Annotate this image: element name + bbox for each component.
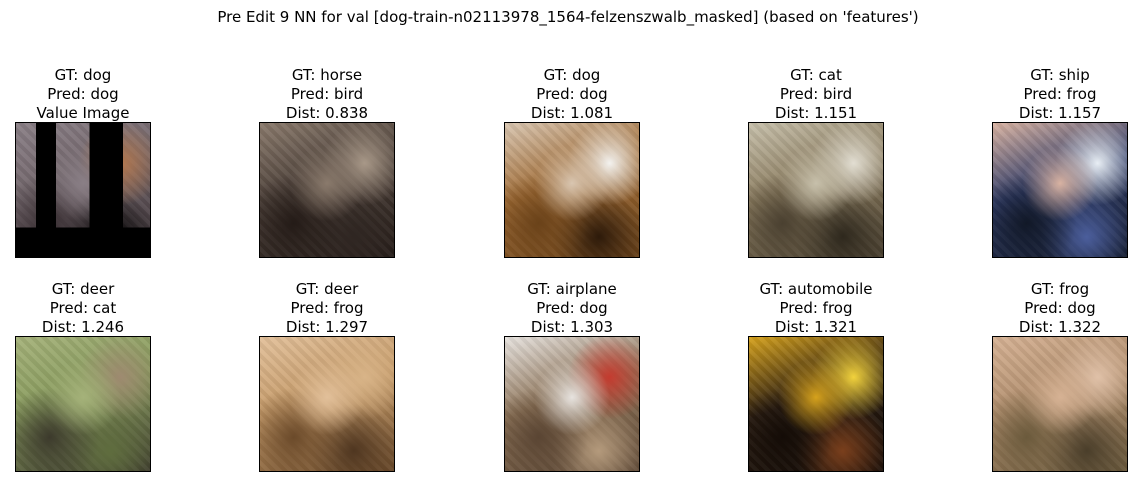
neighbor-thumbnail <box>504 336 640 472</box>
dist-label: Dist: 1.081 <box>530 104 614 122</box>
pred-label: Pred: frog <box>290 299 364 317</box>
neighbor-thumbnail <box>259 122 395 258</box>
dist-label: Dist: 1.303 <box>530 318 614 336</box>
gt-label: GT: dog <box>54 66 112 84</box>
gt-label: GT: airplane <box>527 280 617 298</box>
gt-label: GT: dog <box>543 66 601 84</box>
dist-label: Dist: 1.297 <box>285 318 369 336</box>
neighbor-thumbnail <box>15 336 151 472</box>
neighbor-thumbnail <box>504 122 640 258</box>
pred-label: Pred: dog <box>1024 299 1096 317</box>
thumbnail-pixels <box>749 123 883 257</box>
pred-label: Pred: dog <box>536 299 608 317</box>
thumbnail-pixels <box>993 337 1127 471</box>
dist-label: Dist: 1.157 <box>1018 104 1102 122</box>
panel-caption: GT: ship Pred: frog Dist: 1.157 <box>952 66 1136 123</box>
panel-caption: GT: dog Pred: dog Value Image <box>0 66 191 123</box>
thumbnail-pixels <box>505 337 639 471</box>
thumbnail-pixels <box>749 337 883 471</box>
gt-label: GT: cat <box>790 66 842 84</box>
neighbor-thumbnail <box>259 336 395 472</box>
gt-label: GT: horse <box>291 66 363 84</box>
pred-label: Pred: bird <box>290 85 364 103</box>
panel-caption: GT: deer Pred: cat Dist: 1.246 <box>0 280 191 337</box>
gt-label: GT: ship <box>1030 66 1090 84</box>
panel-caption: GT: automobile Pred: frog Dist: 1.321 <box>708 280 924 337</box>
panel-caption: GT: deer Pred: frog Dist: 1.297 <box>219 280 435 337</box>
thumbnail-pixels <box>260 123 394 257</box>
neighbor-thumbnail <box>748 122 884 258</box>
neighbor-thumbnail <box>992 336 1128 472</box>
thumbnail-pixels <box>16 123 150 257</box>
dist-label: Dist: 0.838 <box>285 104 369 122</box>
dist-label: Dist: 1.151 <box>774 104 858 122</box>
gt-label: GT: automobile <box>759 280 873 298</box>
pred-label: Pred: cat <box>49 299 117 317</box>
pred-label: Pred: dog <box>47 85 119 103</box>
dist-label: Dist: 1.322 <box>1018 318 1102 336</box>
thumbnail-pixels <box>260 337 394 471</box>
dist-label: Dist: 1.246 <box>41 318 125 336</box>
pred-label: Pred: bird <box>779 85 853 103</box>
thumbnail-pixels <box>16 337 150 471</box>
panel-caption: GT: horse Pred: bird Dist: 0.838 <box>219 66 435 123</box>
value-image-label: Value Image <box>36 104 130 122</box>
panel-caption: GT: cat Pred: bird Dist: 1.151 <box>708 66 924 123</box>
value-image-thumbnail <box>15 122 151 258</box>
panel-caption: GT: dog Pred: dog Dist: 1.081 <box>464 66 680 123</box>
pred-label: Pred: frog <box>779 299 853 317</box>
pred-label: Pred: dog <box>536 85 608 103</box>
panel-caption: GT: airplane Pred: dog Dist: 1.303 <box>464 280 680 337</box>
gt-label: GT: deer <box>295 280 359 298</box>
dist-label: Dist: 1.321 <box>774 318 858 336</box>
neighbor-thumbnail <box>992 122 1128 258</box>
gt-label: GT: frog <box>1030 280 1090 298</box>
neighbor-thumbnail <box>748 336 884 472</box>
panel-caption: GT: frog Pred: dog Dist: 1.322 <box>952 280 1136 337</box>
figure-title: Pre Edit 9 NN for val [dog-train-n021139… <box>217 8 919 26</box>
thumbnail-pixels <box>505 123 639 257</box>
pred-label: Pred: frog <box>1023 85 1097 103</box>
thumbnail-pixels <box>993 123 1127 257</box>
gt-label: GT: deer <box>51 280 115 298</box>
